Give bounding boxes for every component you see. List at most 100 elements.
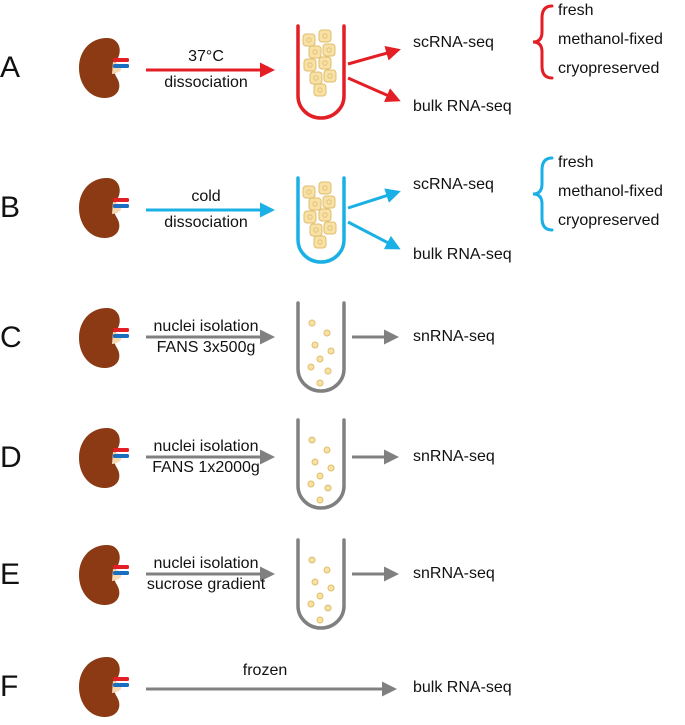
- artery-icon: [113, 448, 129, 452]
- bulk-output-label: bulk RNA-seq: [413, 98, 512, 115]
- process-label-line2: sucrose gradient: [146, 576, 266, 593]
- tube-a: [296, 24, 346, 120]
- kidney-icon: [79, 178, 120, 238]
- preservation-brace: [532, 4, 554, 80]
- kidney-icon-e: [79, 545, 129, 605]
- nucleus-icon: [316, 616, 324, 624]
- nucleus-icon: [308, 436, 316, 444]
- row-letter-a: A: [0, 51, 21, 84]
- nucleus-icon: [323, 566, 331, 574]
- kidney-icon: [79, 308, 120, 368]
- nucleus-icon: [316, 472, 324, 480]
- process-label-line1: nuclei isolation: [153, 555, 259, 572]
- nucleus-icon: [316, 496, 324, 504]
- process-label-line1: cold: [191, 188, 221, 205]
- process-label-line2: FANS 1x2000g: [152, 459, 260, 476]
- preservation-option: methanol-fixed: [558, 31, 663, 48]
- row-letter-b: B: [0, 191, 21, 224]
- tube-d: [296, 418, 346, 510]
- kidney-icon: [79, 657, 120, 717]
- nucleus-icon: [324, 484, 332, 492]
- cell-icon: [318, 29, 332, 43]
- tube-outline: [296, 301, 346, 393]
- tube-e: [296, 538, 346, 630]
- cell-icon: [308, 45, 322, 59]
- cell-icon: [302, 185, 316, 199]
- cell-icon: [318, 56, 332, 70]
- process-label-line2: FANS 3x500g: [156, 339, 256, 356]
- tube-outline: [296, 176, 346, 264]
- kidney-icon-c: [79, 308, 129, 368]
- nucleus-icon: [308, 319, 316, 327]
- cell-icon: [322, 195, 336, 209]
- kidney-icon-a: [79, 38, 129, 98]
- row-letter-e: E: [0, 558, 21, 591]
- nucleus-icon: [327, 464, 335, 472]
- nucleus-icon: [307, 363, 315, 371]
- cell-icon: [318, 208, 332, 222]
- row-letter-f: F: [0, 670, 19, 703]
- cell-icon: [318, 181, 332, 195]
- artery-icon: [113, 677, 129, 681]
- cell-icon: [313, 83, 327, 97]
- process-label-line1: nuclei isolation: [153, 438, 259, 455]
- process-label: frozen: [242, 662, 288, 679]
- preservation-option: fresh: [558, 2, 594, 19]
- output-label: snRNA-seq: [413, 328, 495, 345]
- kidney-icon-d: [79, 428, 129, 488]
- nucleus-icon: [308, 556, 316, 564]
- kidney-icon: [79, 545, 120, 605]
- tube-b: [296, 176, 346, 264]
- tube-outline: [296, 24, 346, 120]
- nucleus-icon: [324, 367, 332, 375]
- sc-output-label: scRNA-seq: [413, 34, 494, 51]
- cell-icon: [323, 69, 337, 83]
- preservation-option: cryopreserved: [558, 60, 660, 77]
- nucleus-icon: [327, 347, 335, 355]
- sc-output-label: scRNA-seq: [413, 176, 494, 193]
- bulk-branch-arrow: [347, 220, 401, 250]
- process-label-line2: dissociation: [164, 214, 248, 231]
- kidney-icon-f: [79, 657, 129, 717]
- tube-c: [296, 301, 346, 393]
- nucleus-icon: [311, 458, 319, 466]
- nucleus-icon: [324, 604, 332, 612]
- nucleus-icon: [311, 578, 319, 586]
- vein-icon: [113, 64, 129, 68]
- cell-icon: [308, 197, 322, 211]
- row-letter-d: D: [0, 441, 22, 474]
- preservation-option: fresh: [558, 154, 594, 171]
- cell-icon: [309, 223, 323, 237]
- process-label-line2: dissociation: [164, 74, 248, 91]
- nucleus-icon: [323, 329, 331, 337]
- cell-icon: [303, 210, 317, 224]
- row-letter-c: C: [0, 321, 22, 354]
- nucleus-icon: [307, 600, 315, 608]
- bulk-branch-arrow: [347, 76, 401, 103]
- cell-icon: [322, 43, 336, 57]
- sc-branch-arrow: [347, 188, 401, 210]
- process-label-line1: 37°C: [188, 48, 224, 65]
- kidney-icon: [79, 428, 120, 488]
- artery-icon: [113, 198, 129, 202]
- kidney-icon: [79, 38, 120, 98]
- vein-icon: [113, 204, 129, 208]
- preservation-brace: [532, 156, 554, 232]
- nucleus-icon: [307, 480, 315, 488]
- nucleus-icon: [316, 379, 324, 387]
- nucleus-icon: [316, 355, 324, 363]
- cell-icon: [302, 33, 316, 47]
- artery-icon: [113, 328, 129, 332]
- cell-icon: [323, 221, 337, 235]
- artery-icon: [113, 58, 129, 62]
- sc-branch-arrow: [347, 46, 401, 66]
- vein-icon: [113, 683, 129, 687]
- vein-icon: [113, 454, 129, 458]
- artery-icon: [113, 565, 129, 569]
- tube-outline: [296, 418, 346, 510]
- nucleus-icon: [323, 446, 331, 454]
- cell-icon: [313, 235, 327, 249]
- kidney-icon-b: [79, 178, 129, 238]
